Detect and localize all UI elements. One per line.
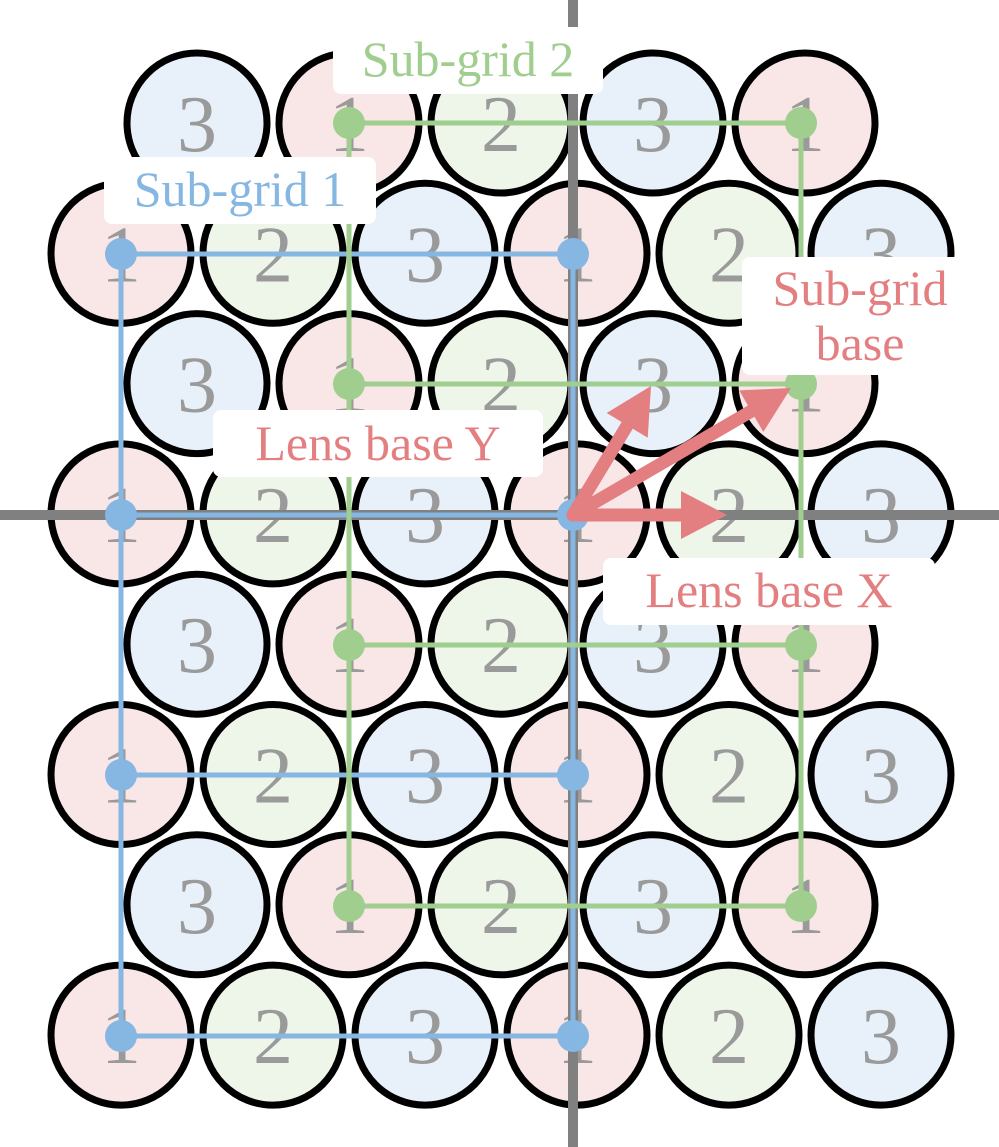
subgrid-2-lines: [333, 107, 817, 922]
lens-3: [123, 831, 271, 979]
lens-3: [807, 701, 955, 848]
subgrid-1-node: [557, 1020, 589, 1052]
subgrid-2-label-box: [333, 27, 603, 94]
subgrid-base-arrow-head: [739, 388, 791, 432]
lens-base-x-label: Lens base X: [645, 562, 892, 618]
lens-base-y-label: Lens base Y: [255, 415, 500, 471]
lens-3: [123, 570, 271, 718]
lens-base-y-arrow-head: [606, 386, 651, 438]
lens-number: 3: [177, 81, 217, 169]
lens-number: 3: [177, 342, 217, 430]
subgrid-base-label-box: [742, 257, 978, 375]
lens-2: [655, 961, 803, 1109]
lens-number: 3: [177, 602, 217, 690]
lens-number: 2: [709, 733, 749, 821]
subgrid-2-node: [333, 368, 365, 400]
subgrid-1-node: [557, 759, 589, 791]
lens-number: 2: [709, 993, 749, 1081]
subgrid-base-label-line2: base: [816, 315, 905, 371]
subgrid-2-label: Sub-grid 2: [362, 31, 575, 87]
lens-3: [807, 961, 955, 1109]
lens-base-x-arrow-head: [681, 491, 727, 539]
lens-base-y-arrow-shaft: [566, 418, 634, 522]
lens-base-y-label-box: [213, 410, 543, 477]
subgrid-2-node: [333, 107, 365, 139]
lens-number: 3: [861, 993, 901, 1081]
subgrid-2-node: [785, 890, 817, 922]
lens-number: 3: [861, 733, 901, 821]
subgrid-1-node: [105, 238, 137, 270]
subgrid-base-label-line1: Sub-grid: [773, 260, 948, 316]
lens-base-x-label-box: [603, 558, 935, 625]
subgrid-2-node: [333, 629, 365, 661]
subgrid-2-node: [333, 890, 365, 922]
subgrid-1-node: [105, 499, 137, 531]
subgrid-2-node: [785, 629, 817, 661]
lens-number: 3: [177, 863, 217, 951]
subgrid-1-node: [557, 238, 589, 270]
subgrid-1-label: Sub-grid 1: [134, 161, 347, 217]
subgrid-1-label-box: [104, 157, 376, 224]
base-vectors: [566, 386, 791, 539]
subgrid-1-node: [105, 1020, 137, 1052]
subgrid-1-node: [105, 759, 137, 791]
subgrid-2-node: [785, 107, 817, 139]
subgrid-2-node: [785, 368, 817, 400]
subgrid-base-arrow-shaft: [566, 404, 758, 522]
callout-labels: Sub-grid 2 Sub-grid 1 Sub-grid base Lens…: [104, 27, 978, 625]
